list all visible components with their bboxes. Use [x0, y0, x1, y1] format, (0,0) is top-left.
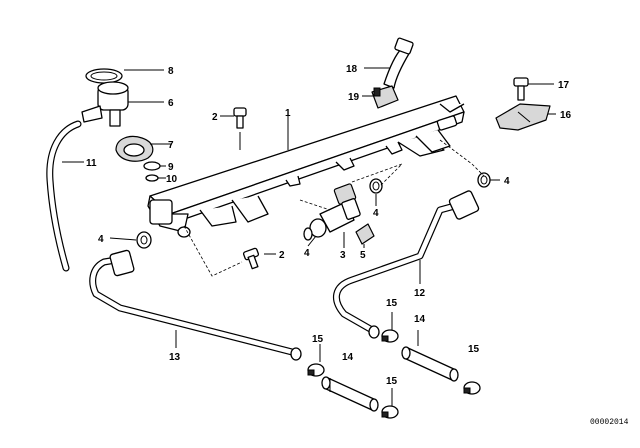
part-14-pipe-a	[321, 376, 379, 412]
label-15-a: 15	[312, 334, 324, 345]
part-13-fuel-line	[89, 249, 302, 361]
part-16-cover	[495, 103, 551, 131]
part-14-pipe-b	[401, 346, 459, 382]
label-8: 8	[168, 66, 174, 77]
label-15-c: 15	[468, 344, 480, 355]
label-18: 18	[346, 64, 358, 75]
dashed-guide-lines	[183, 139, 485, 277]
part-4-o-ring-c	[477, 172, 491, 188]
part-8-o-ring	[85, 68, 123, 84]
label-4-left: 4	[98, 234, 104, 245]
part-19-clip	[371, 85, 399, 109]
label-10: 10	[166, 174, 178, 185]
label-19: 19	[348, 92, 360, 103]
part-4-o-ring-b	[369, 178, 383, 194]
label-14-right: 14	[414, 314, 426, 325]
label-6: 6	[168, 98, 174, 109]
part-17-screw	[513, 77, 529, 101]
label-15-b: 15	[386, 298, 398, 309]
part-3-fuel-injector	[303, 183, 361, 241]
label-17: 17	[558, 80, 570, 91]
part-6-pressure-regulator	[81, 81, 129, 127]
part-2-screw-top	[233, 107, 247, 129]
label-12: 12	[414, 288, 426, 299]
leader-lines	[62, 67, 556, 406]
label-14-left: 14	[342, 352, 354, 363]
part-15-clamp-b	[381, 405, 399, 419]
label-15-d: 15	[386, 376, 398, 387]
label-4-mid: 4	[373, 208, 379, 219]
label-4-bottom: 4	[304, 248, 310, 259]
label-4-right: 4	[504, 176, 510, 187]
part-15-clamp-d	[463, 381, 481, 395]
label-2-top: 2	[212, 112, 218, 123]
label-9: 9	[168, 162, 174, 173]
part-15-clamp-a	[307, 363, 325, 377]
part-11-hose	[46, 120, 82, 272]
part-4-o-ring-a	[136, 231, 152, 249]
part-5-clip	[355, 223, 375, 245]
part-12-fuel-line	[333, 190, 480, 339]
part-7-bracket	[115, 135, 154, 162]
part-18-connector-hose	[383, 37, 414, 89]
label-13: 13	[169, 352, 181, 363]
part-10-washer	[145, 174, 159, 182]
part-labels: 1 2 2 3 4 4 4 4 5 6 7 8 9 10 11 12 13 14…	[86, 64, 572, 387]
part-9-o-ring	[143, 161, 161, 171]
part-1-fuel-rail	[147, 95, 465, 238]
label-3: 3	[340, 250, 346, 261]
catalog-number: 00002014	[590, 418, 629, 427]
part-15-clamp-c	[381, 329, 399, 343]
label-2-bottom: 2	[279, 250, 285, 261]
part-2-screw-bottom	[242, 247, 260, 270]
label-7: 7	[168, 140, 174, 151]
label-1: 1	[285, 108, 291, 119]
label-16: 16	[560, 110, 572, 121]
label-11: 11	[86, 158, 97, 169]
label-5: 5	[360, 250, 366, 261]
